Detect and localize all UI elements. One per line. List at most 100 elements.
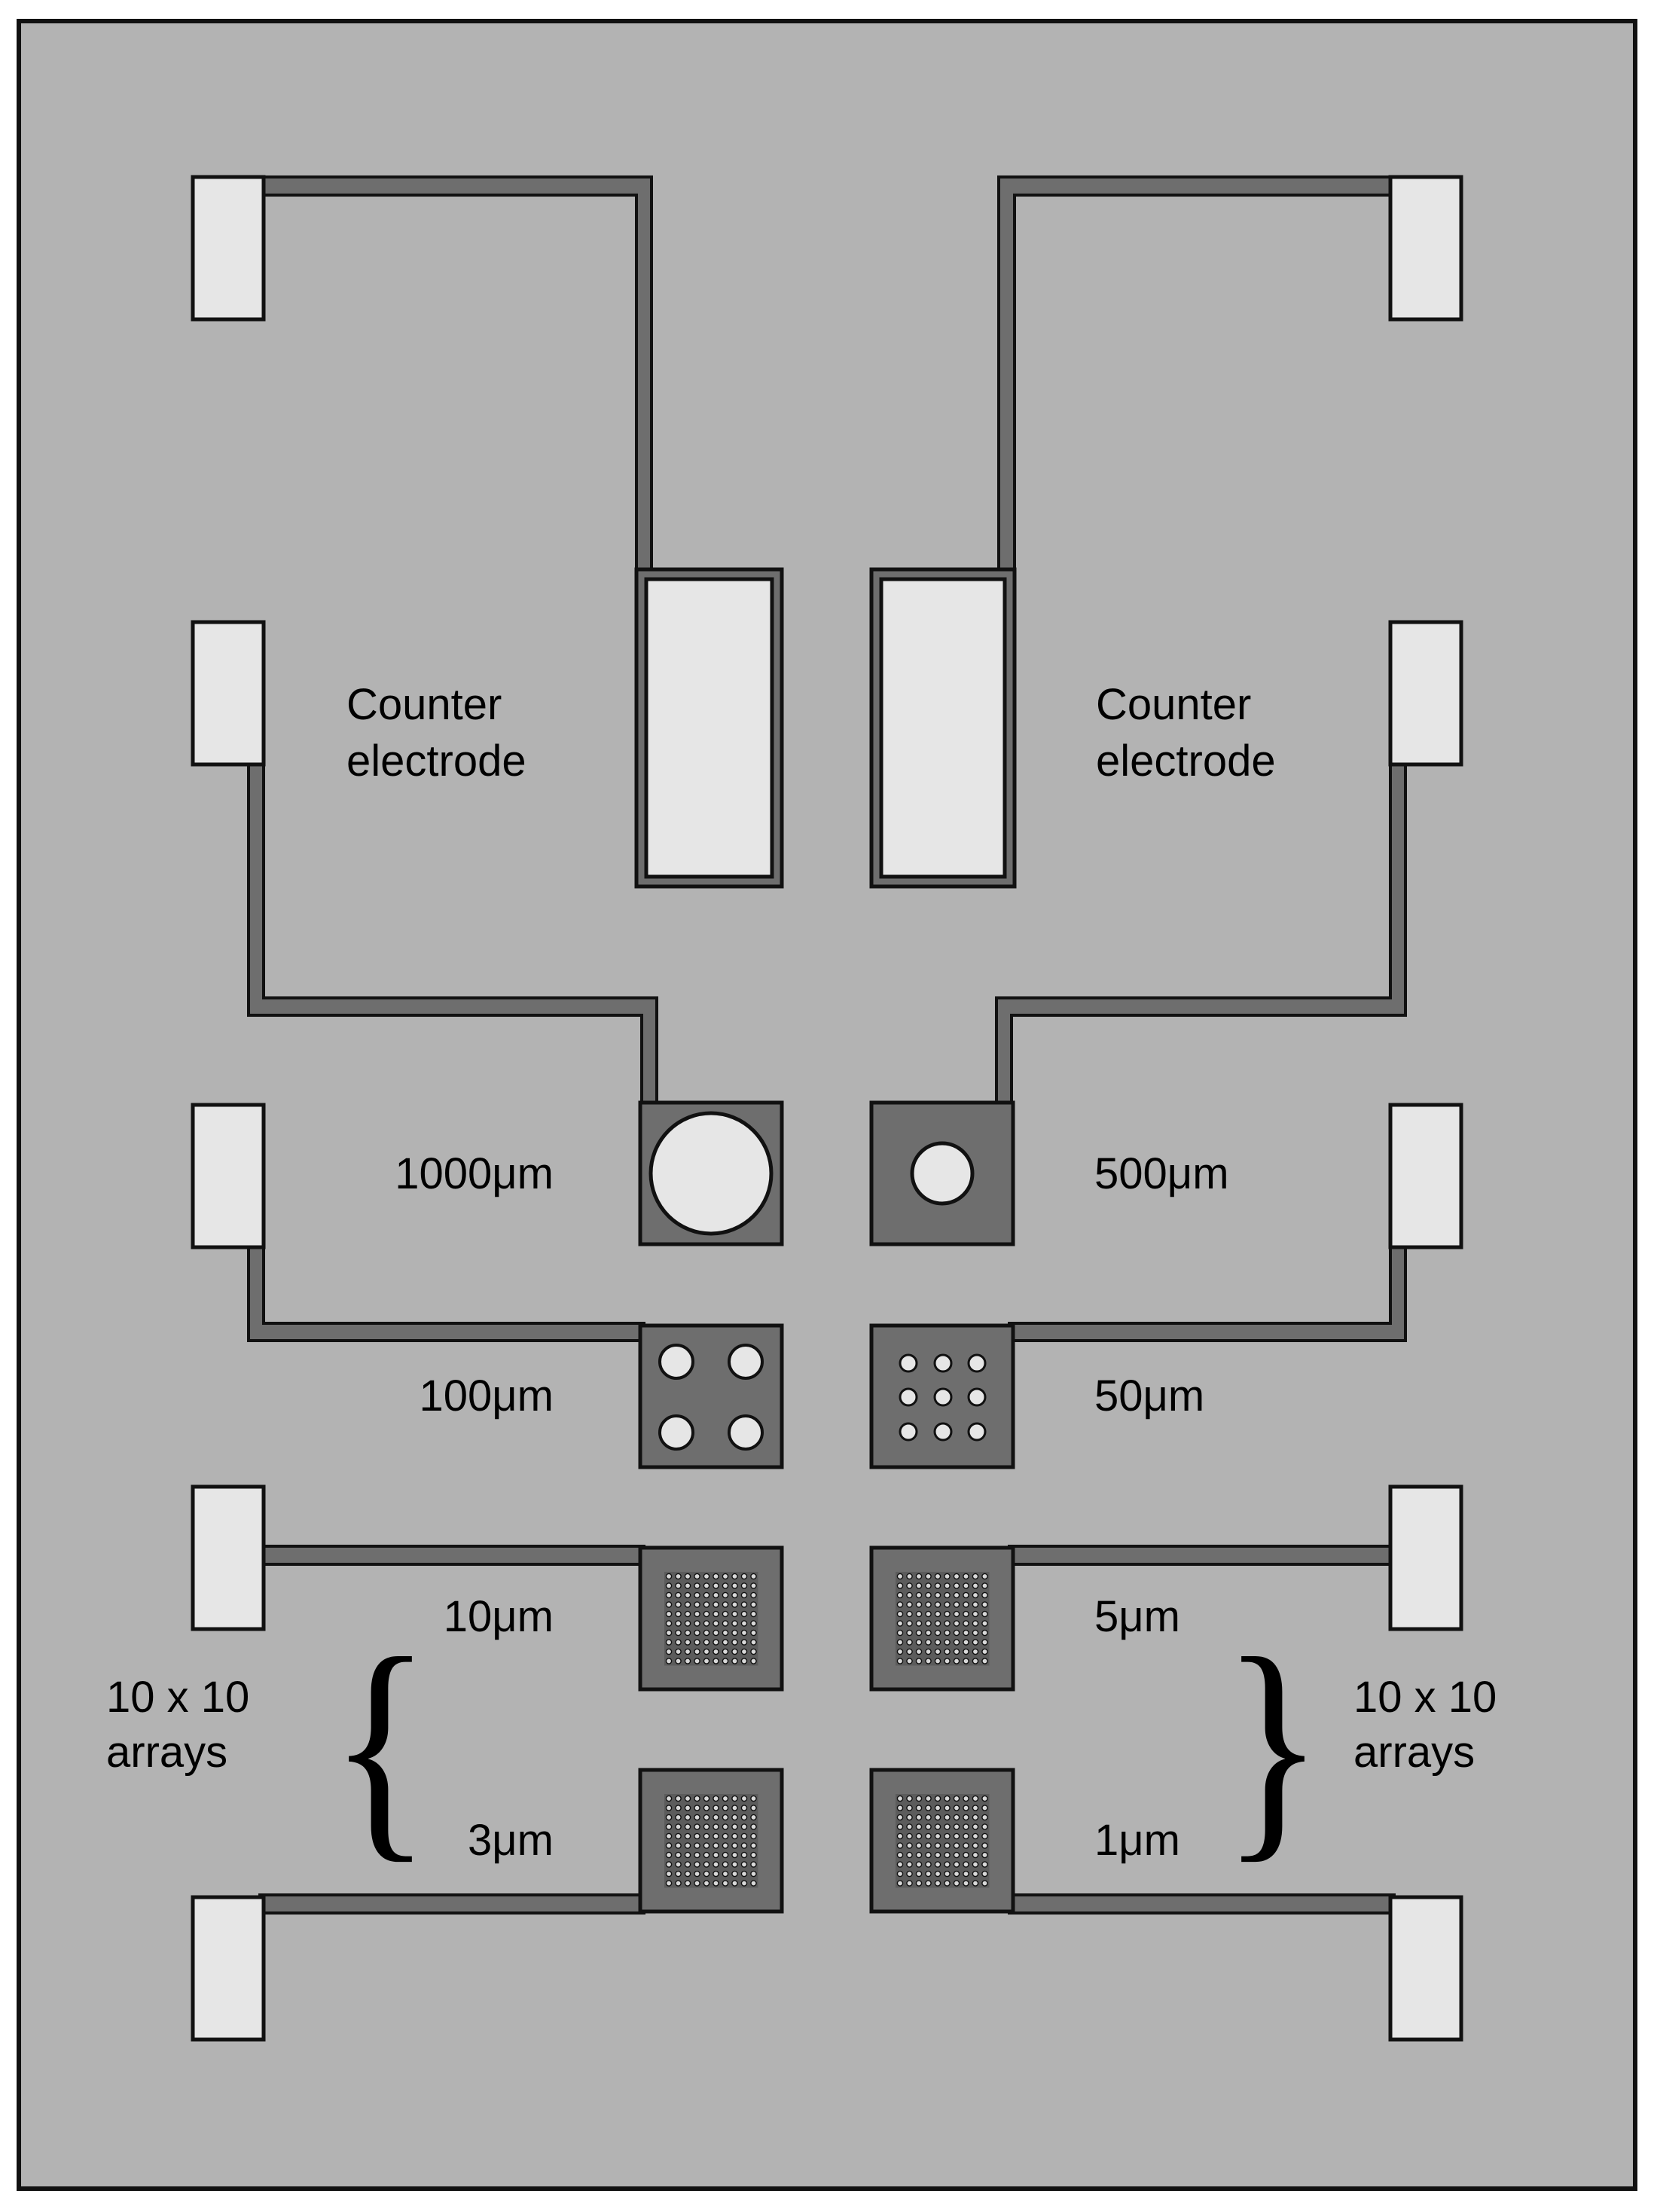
array-microelectrode — [731, 1823, 738, 1830]
array-microelectrode — [713, 1832, 719, 1840]
array-microelectrode — [925, 1639, 932, 1646]
array-microelectrode — [703, 1639, 710, 1646]
array-microelectrode — [750, 1832, 757, 1840]
array-microelectrode — [731, 1832, 738, 1840]
array-microelectrode — [713, 1861, 719, 1868]
array-microelectrode — [925, 1870, 932, 1878]
array-microelectrode — [750, 1851, 757, 1859]
array-microelectrode — [972, 1601, 979, 1608]
array-microelectrode — [934, 1610, 941, 1618]
array-microelectrode — [944, 1629, 951, 1637]
array-microelectrode — [684, 1880, 691, 1887]
array-microelectrode — [896, 1805, 904, 1811]
array-microelectrode — [925, 1805, 932, 1811]
array-microelectrode — [944, 1601, 951, 1608]
array-microelectrode — [896, 1573, 904, 1580]
array-microelectrode — [963, 1795, 969, 1802]
array-microelectrode — [896, 1851, 904, 1859]
array-microelectrode — [963, 1842, 969, 1849]
array-microelectrode — [972, 1620, 979, 1627]
disc-50um — [899, 1387, 918, 1407]
array-microelectrode — [703, 1832, 710, 1840]
array-3um-dots — [664, 1794, 758, 1888]
array-microelectrode — [944, 1805, 951, 1811]
array-microelectrode — [963, 1591, 969, 1599]
arrays-right-label-2: arrays — [1353, 1728, 1475, 1777]
array-microelectrode — [665, 1601, 673, 1608]
array-microelectrode — [684, 1795, 691, 1802]
array-microelectrode — [731, 1639, 738, 1646]
array-microelectrode — [953, 1861, 960, 1868]
array-microelectrode — [896, 1629, 904, 1637]
array-microelectrode — [915, 1880, 923, 1887]
array-microelectrode — [703, 1814, 710, 1821]
array-microelectrode — [906, 1610, 913, 1618]
disc-100um — [728, 1414, 764, 1451]
array-microelectrode — [925, 1851, 932, 1859]
array-microelectrode — [694, 1620, 700, 1627]
disc-50um — [967, 1387, 987, 1407]
array-microelectrode — [963, 1639, 969, 1646]
array-microelectrode — [972, 1861, 979, 1868]
array-microelectrode — [694, 1658, 700, 1664]
array-microelectrode — [925, 1861, 932, 1868]
array-microelectrode — [915, 1573, 923, 1580]
array-microelectrode — [953, 1870, 960, 1878]
array-microelectrode — [740, 1851, 748, 1859]
array-microelectrode — [665, 1610, 673, 1618]
array-microelectrode — [953, 1823, 960, 1830]
contact-pad-left-5 — [191, 1895, 266, 2042]
array-microelectrode — [675, 1620, 682, 1627]
array-microelectrode — [684, 1629, 691, 1637]
array-microelectrode — [740, 1842, 748, 1849]
array-microelectrode — [925, 1814, 932, 1821]
counter-electrode-right — [879, 577, 1007, 879]
array-microelectrode — [925, 1880, 932, 1887]
array-microelectrode — [915, 1851, 923, 1859]
array-microelectrode — [934, 1648, 941, 1655]
array-microelectrode — [665, 1842, 673, 1849]
array-microelectrode — [684, 1832, 691, 1840]
array-microelectrode — [675, 1851, 682, 1859]
array-microelectrode — [722, 1601, 729, 1608]
label-5um: 5μm — [1094, 1592, 1180, 1641]
contact-pad-left-2 — [191, 620, 266, 767]
array-microelectrode — [731, 1658, 738, 1664]
array-microelectrode — [906, 1795, 913, 1802]
contact-pad-left-3 — [191, 1103, 266, 1249]
array-microelectrode — [981, 1601, 988, 1608]
array-microelectrode — [694, 1795, 700, 1802]
array-microelectrode — [972, 1591, 979, 1599]
array-microelectrode — [953, 1851, 960, 1859]
array-microelectrode — [934, 1582, 941, 1589]
array-microelectrode — [963, 1832, 969, 1840]
array-microelectrode — [944, 1582, 951, 1589]
array-microelectrode — [934, 1639, 941, 1646]
array-10um-dots — [664, 1572, 758, 1666]
array-microelectrode — [703, 1870, 710, 1878]
array-microelectrode — [981, 1658, 988, 1664]
array-microelectrode — [694, 1880, 700, 1887]
array-microelectrode — [713, 1639, 719, 1646]
array-microelectrode — [665, 1832, 673, 1840]
array-microelectrode — [972, 1814, 979, 1821]
array-microelectrode — [981, 1639, 988, 1646]
array-microelectrode — [906, 1805, 913, 1811]
array-microelectrode — [925, 1573, 932, 1580]
array-microelectrode — [972, 1582, 979, 1589]
array-microelectrode — [703, 1795, 710, 1802]
array-microelectrode — [665, 1870, 673, 1878]
array-microelectrode — [713, 1591, 719, 1599]
array-microelectrode — [750, 1795, 757, 1802]
array-microelectrode — [915, 1629, 923, 1637]
array-microelectrode — [981, 1814, 988, 1821]
array-microelectrode — [713, 1842, 719, 1849]
array-microelectrode — [906, 1851, 913, 1859]
array-microelectrode — [896, 1610, 904, 1618]
array-microelectrode — [925, 1842, 932, 1849]
array-microelectrode — [915, 1610, 923, 1618]
array-microelectrode — [944, 1832, 951, 1840]
array-microelectrode — [740, 1805, 748, 1811]
array-microelectrode — [972, 1805, 979, 1811]
array-microelectrode — [675, 1639, 682, 1646]
